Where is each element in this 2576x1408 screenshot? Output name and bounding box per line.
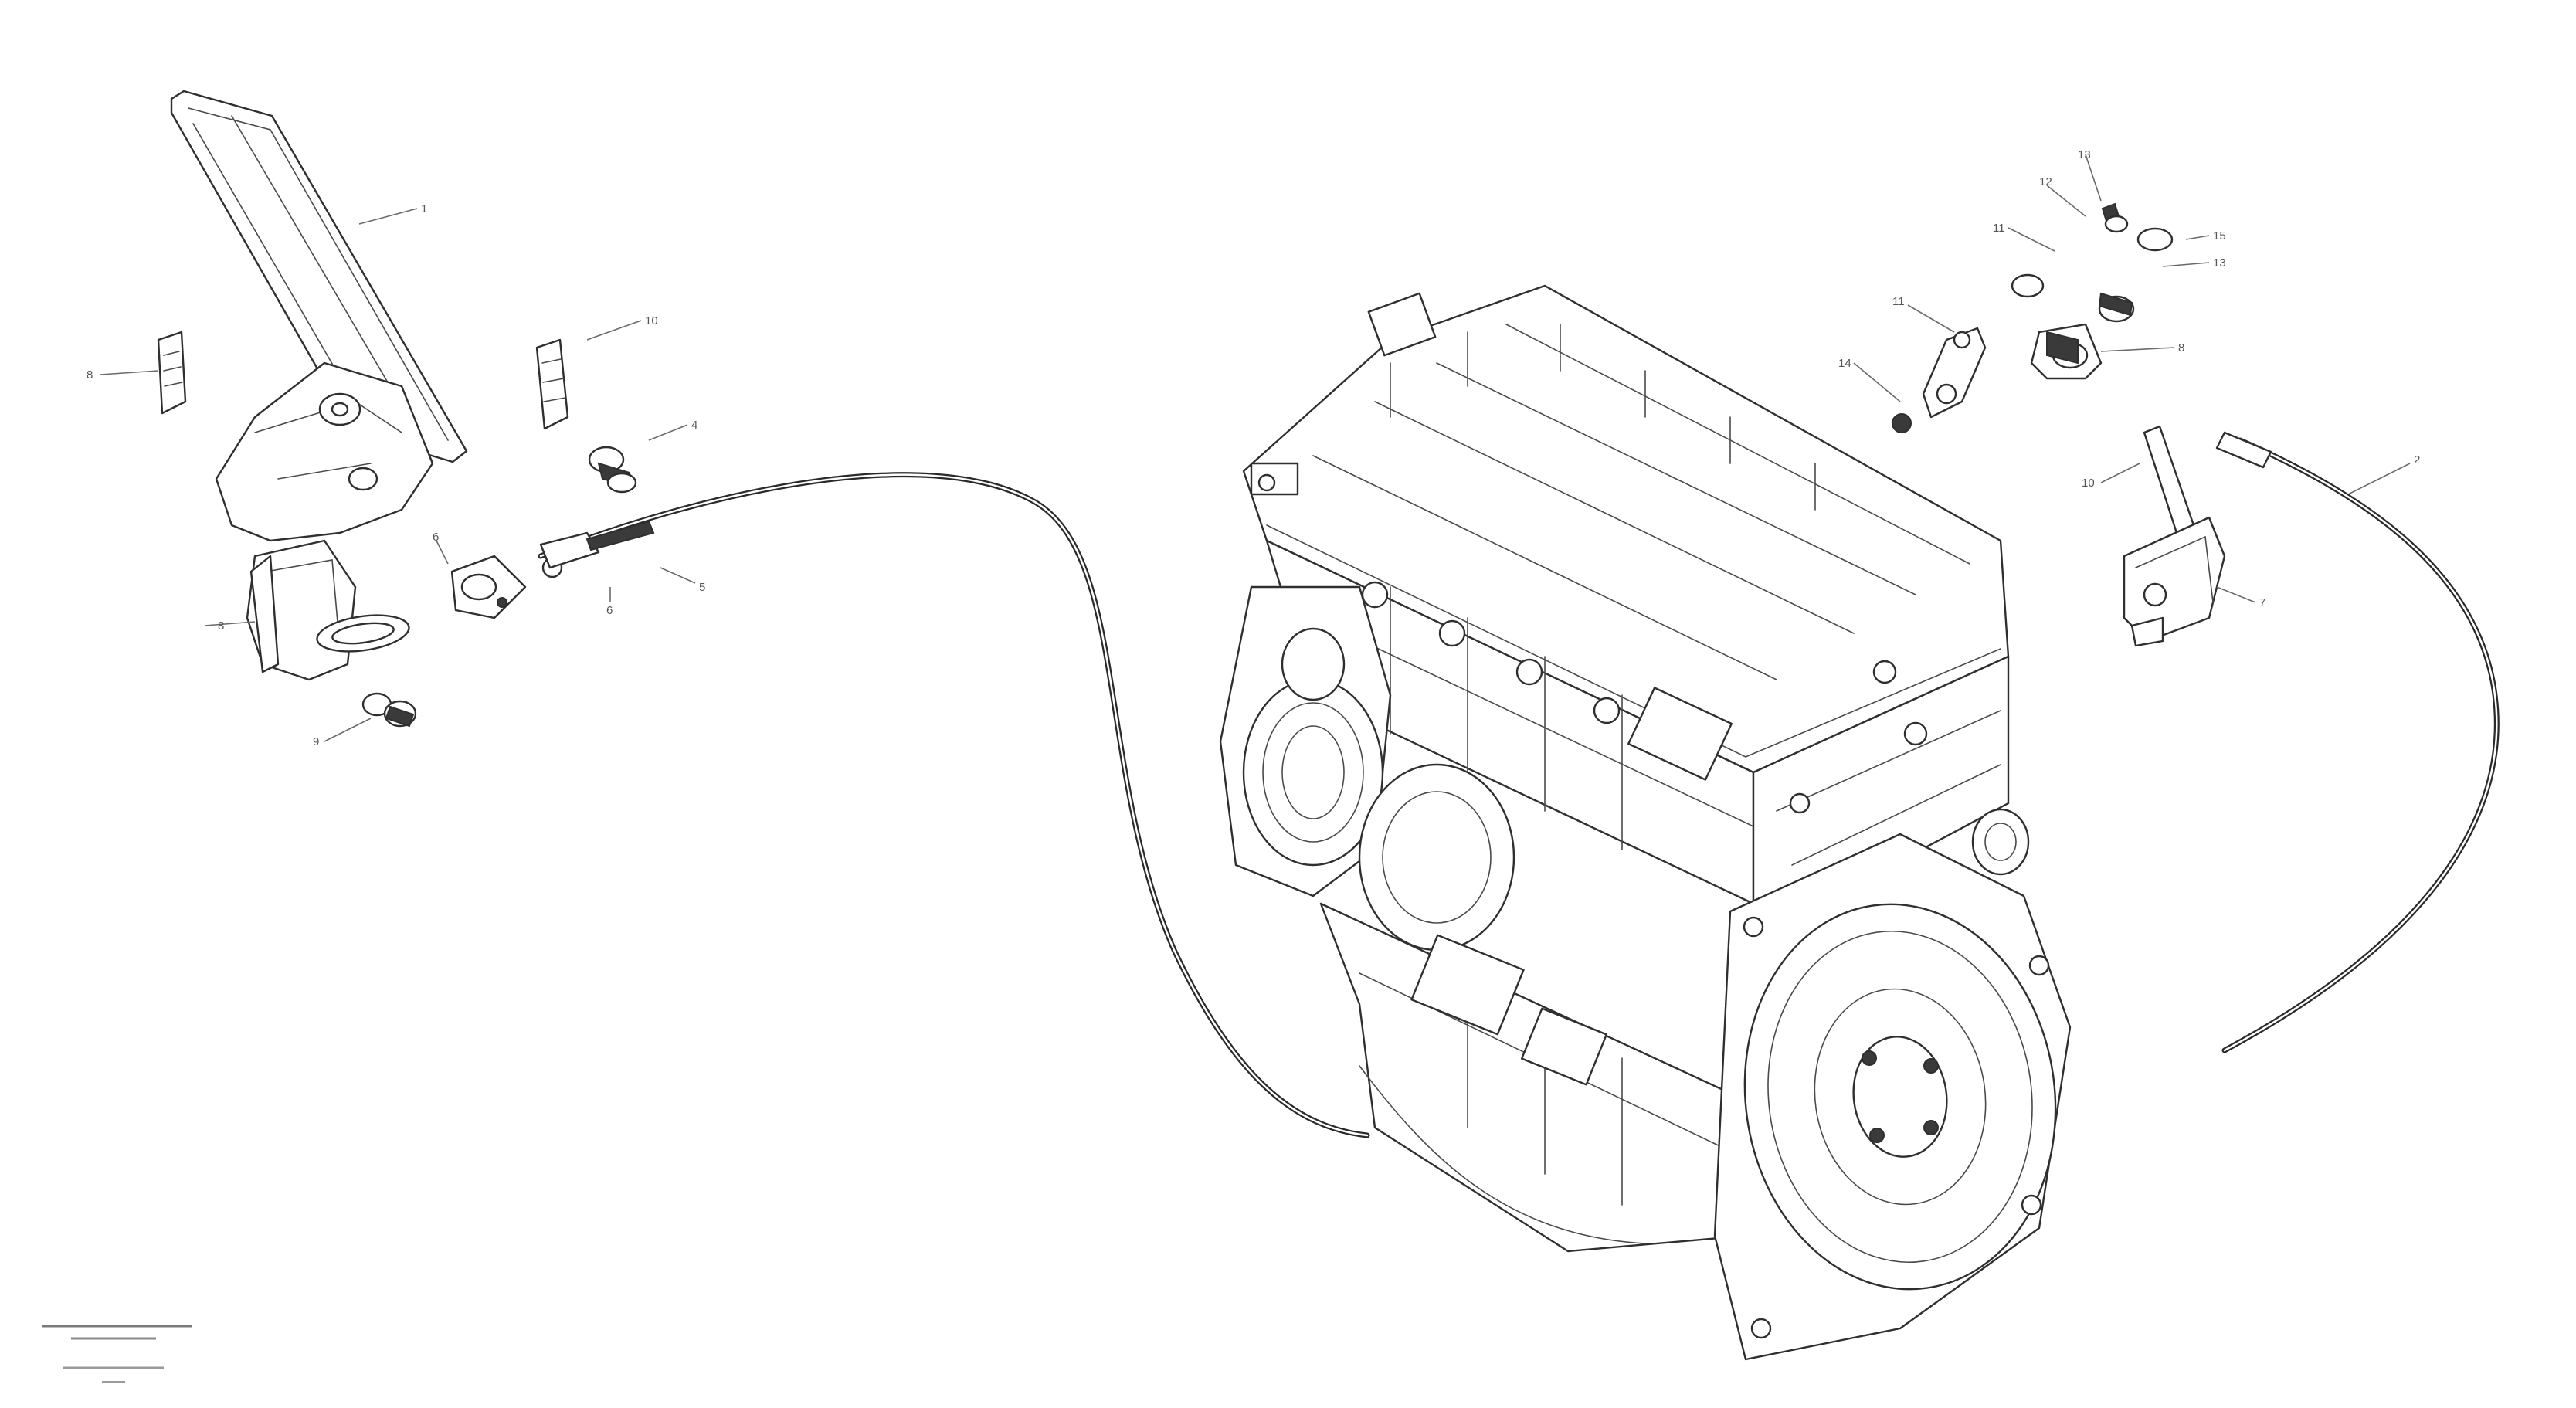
- callout-right-top-c: 11: [1993, 222, 2005, 235]
- callout-pedal-bottom: 9: [313, 735, 319, 748]
- callout-pedal-lower: 8: [218, 619, 224, 633]
- engine-lower-block: [1319, 902, 1747, 1253]
- callout-pedal-nut: 4: [691, 419, 697, 432]
- cable-mounting-bracket: [2123, 516, 2226, 643]
- upper-spring-clip: [535, 338, 569, 430]
- cable-end-fitting: [450, 555, 563, 619]
- callout-pedal-top: 1: [421, 202, 427, 215]
- pedal-nut-cluster: [588, 446, 637, 494]
- accelerator-pedal-plate: [170, 90, 468, 463]
- callout-cable-end-a: 5: [699, 581, 705, 594]
- callout-left-side: 8: [87, 368, 93, 382]
- throttle-lever-rod: [2143, 425, 2195, 534]
- callout-right-bracket: 7: [2259, 596, 2265, 609]
- engine-block: [1219, 284, 2072, 1361]
- callout-right-lever: 10: [2082, 477, 2095, 490]
- throttle-cable-left: [538, 472, 1370, 1138]
- callout-right-mid-c: 8: [2178, 341, 2184, 355]
- callout-right-top-d: 15: [2213, 229, 2226, 243]
- callout-right-mid-a: 11: [1892, 295, 1905, 308]
- callout-right-top-b: 13: [2078, 148, 2091, 161]
- callout-right-cable: 2: [2414, 453, 2420, 467]
- starter-motor: [1971, 808, 2030, 876]
- accelerator-pedal-assembly: 1 8 10 4 6 8 5 6 9: [87, 90, 705, 748]
- linkage-top-screws: [2011, 202, 2174, 323]
- callout-right-mid-d: 13: [2213, 256, 2226, 270]
- left-spring-clip: [157, 331, 187, 415]
- callout-cable-end-b: 6: [606, 604, 613, 617]
- pedal-pivot-bracket: [215, 361, 434, 542]
- callout-right-top-a: 12: [2039, 175, 2052, 188]
- bottom-fastener: [361, 692, 417, 728]
- callout-right-mid-b: 14: [1838, 357, 1851, 370]
- callout-pedal-bracket: 6: [433, 531, 439, 544]
- injection-pump-linkage: 12 13 11 15 11 14 8 13 10 2 7: [1838, 148, 2420, 647]
- callout-pedal-upper-right: 10: [645, 314, 658, 327]
- reference-lines: [42, 1325, 192, 1383]
- drawing-reference-block: [40, 1321, 195, 1391]
- throttle-cable-right: [2215, 431, 2500, 1053]
